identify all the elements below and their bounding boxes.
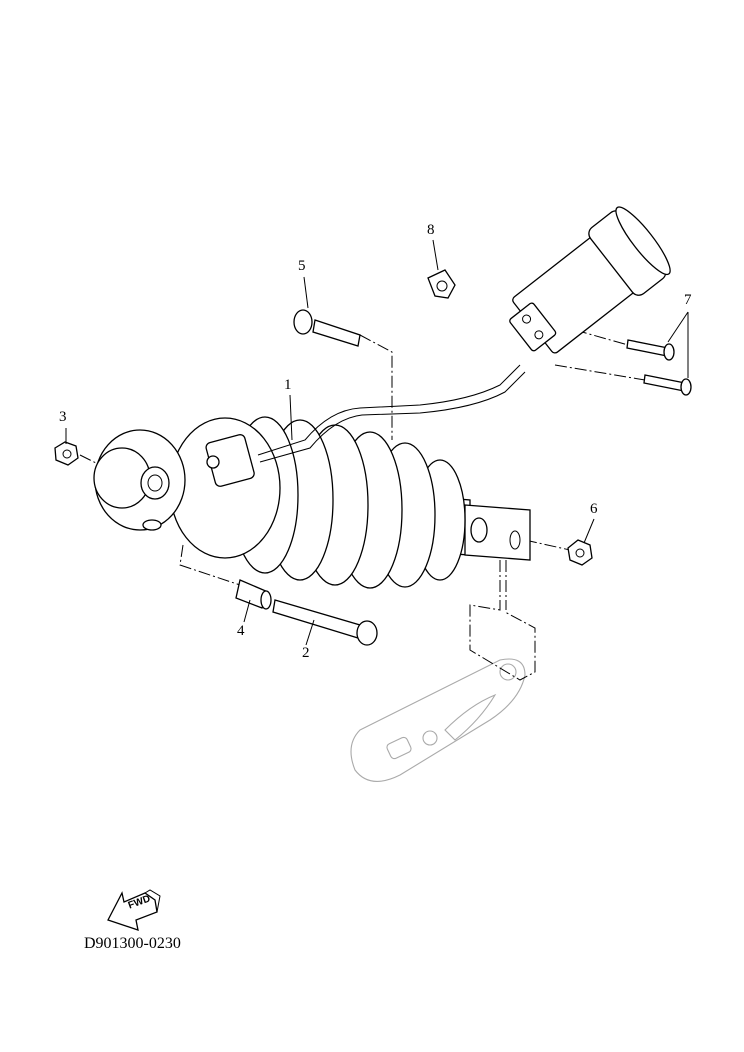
callout-6: 6 <box>590 501 598 517</box>
relay-arm <box>350 658 526 782</box>
clamp-8 <box>427 269 456 299</box>
guide-line <box>524 539 571 551</box>
callout-7: 7 <box>684 292 692 308</box>
leader-lines <box>65 239 689 646</box>
rear-shock-absorber <box>93 416 531 589</box>
callout-5: 5 <box>298 258 306 274</box>
bolt-2 <box>272 599 378 646</box>
reservoir <box>509 206 671 354</box>
callout-8: 8 <box>427 222 435 238</box>
callout-4: 4 <box>237 623 245 639</box>
collar-4 <box>235 579 272 610</box>
guide-line <box>79 454 101 466</box>
reservoir-hose <box>257 364 521 456</box>
nut-3 <box>54 441 79 466</box>
guide-line <box>469 560 536 681</box>
callout-2: 2 <box>302 645 310 661</box>
guide-line <box>359 334 393 440</box>
guide-line <box>179 544 241 586</box>
fwd-arrow-icon <box>107 889 161 931</box>
bolt-5 <box>293 309 361 347</box>
callout-1: 1 <box>284 377 292 393</box>
callout-3: 3 <box>59 409 67 425</box>
guide-line <box>574 329 629 346</box>
diagram-code: D901300-0230 <box>84 935 181 952</box>
nut-6 <box>567 539 593 566</box>
guide-line <box>554 364 646 381</box>
bolt-7 <box>626 339 692 396</box>
